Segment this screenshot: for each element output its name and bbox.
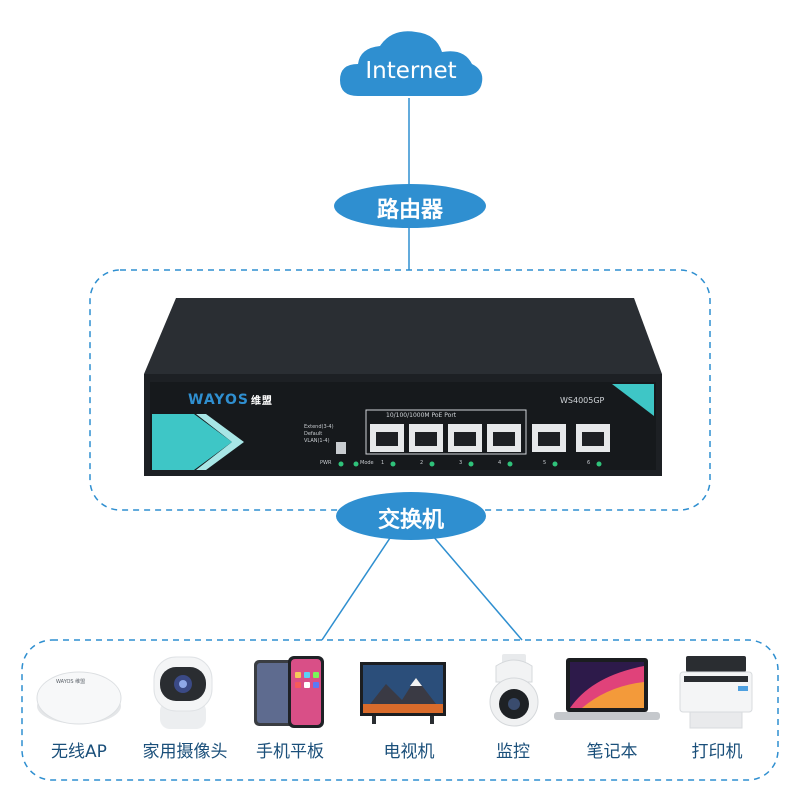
tv-icon [360,662,446,724]
endpoint-label-wireless-ap: 无线AP [51,742,107,762]
cloud-icon [340,31,483,96]
ap-print: WAYOS 维盟 [56,679,86,685]
corner-accent [612,384,654,416]
endpoint-label-tv: 电视机 [383,742,435,762]
model-label: WS4005GP [560,396,605,405]
port-number: 3 [459,460,463,466]
port-number: 4 [498,460,502,466]
wireless-ap-icon [36,671,122,725]
brand-name-cn: 维盟 [250,396,273,407]
endpoint-dashed-box [21,639,779,781]
switch-device-graphic [144,298,662,476]
device-top [144,298,662,374]
mode-option-extend: Extend(3-4) [304,424,334,430]
port-number: 5 [543,460,547,466]
switch-pill: 交换机 [336,492,486,540]
router-pill: 路由器 [334,184,486,228]
pwr-label: PWR [320,460,332,466]
chevron-icon-light [196,414,244,470]
switch-right-line [431,534,523,641]
endpoint-label-printer: 打印机 [691,742,743,762]
poe-port-frame [365,409,527,455]
endpoint-wireless-ap: WAYOS 维盟 [34,660,124,730]
home-camera-icon [153,656,213,729]
endpoint-label-laptop: 笔记本 [586,742,638,762]
mode-label: Mode [360,460,374,466]
internet-label: Internet [365,58,457,84]
switch-label: 交换机 [377,508,444,533]
poe-port-label: 10/100/1000M PoE Port [386,412,457,419]
port-number: 6 [587,460,591,466]
mode-option-vlan: VLAN(1-4) [304,438,330,444]
endpoint-label-home-camera: 家用摄像头 [142,742,228,762]
port-leds [338,461,602,467]
mode-option-default: Default [304,431,323,437]
port-number: 2 [420,460,424,466]
router-label: 路由器 [376,198,443,223]
surveillance-camera-icon [489,654,539,727]
internet-cloud: Internet [336,24,486,104]
brand-name: WAYOS [188,392,249,408]
laptop-icon [554,658,660,720]
switch-left-line [321,534,393,641]
phone-tablet-icon [254,656,324,728]
mode-options: Extend(3-4) Default VLAN(1-4) [304,424,334,445]
endpoint-label-phone-tablet: 手机平板 [256,742,324,762]
chevron-icon [152,414,232,470]
printer-icon [679,656,753,729]
port-number: 1 [381,460,385,466]
endpoint-label-surveillance: 监控 [496,742,530,762]
mode-switch [336,442,346,454]
